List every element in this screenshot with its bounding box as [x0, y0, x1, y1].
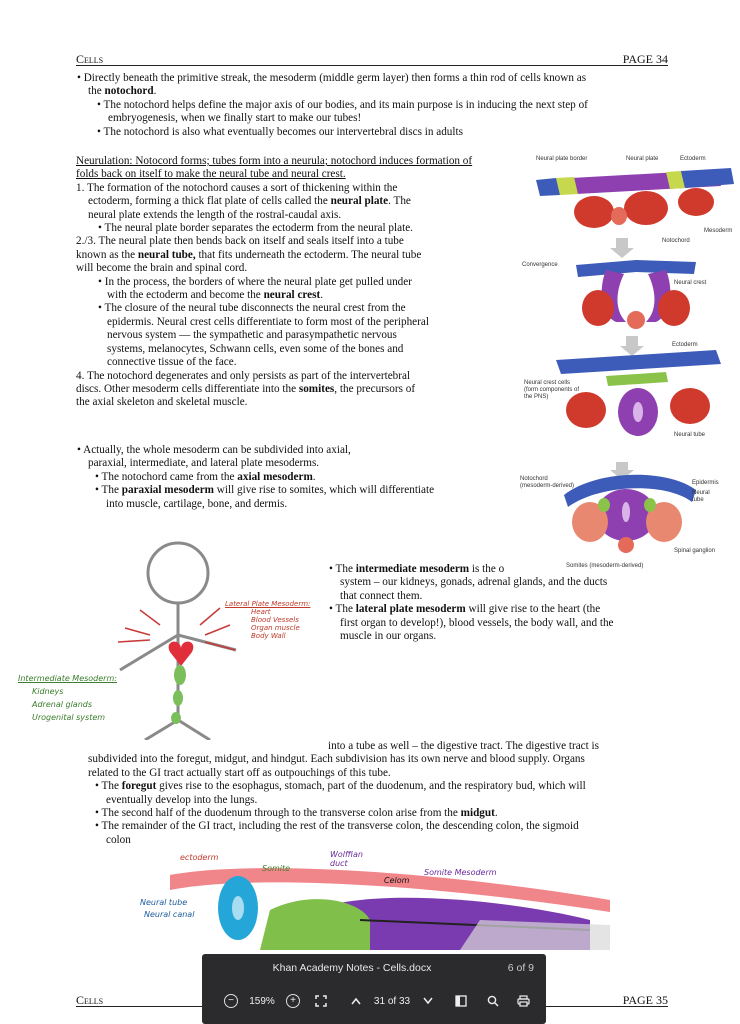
- intermediate-lateral-section: • The intermediate mesoderm is the o sys…: [329, 563, 614, 643]
- sidebar-icon: [455, 995, 467, 1007]
- intermediate-handwritten-note: Intermediate Mesoderm: Kidneys Adrenal g…: [18, 674, 117, 722]
- search-icon: [487, 995, 499, 1007]
- fullscreen-icon: [315, 995, 327, 1007]
- label-neural-plate-border: Neural plate border: [536, 156, 588, 162]
- print-icon: [516, 995, 530, 1007]
- label-notochord-mesoderm: Notochord (mesoderm-derived): [520, 476, 575, 489]
- neurulation-heading-2: folds back on itself to make the neural …: [76, 168, 346, 181]
- hw-ectoderm: ectoderm: [180, 853, 219, 862]
- label-notochord: Notochord: [662, 238, 690, 244]
- neurulation-section: Neurulation: Notocord forms; tubes form …: [76, 155, 536, 410]
- sidebar-toggle-button[interactable]: [452, 992, 470, 1010]
- zoom-in-button[interactable]: +: [284, 992, 302, 1010]
- hw-somite-mesoderm: Somite Mesoderm: [424, 868, 497, 877]
- document-page-indicator: 6 of 9: [507, 962, 534, 974]
- chevron-down-icon: [423, 997, 433, 1005]
- chevron-up-icon: [351, 997, 361, 1005]
- bullet-notochord: • Directly beneath the primitive streak,…: [77, 72, 587, 84]
- zoom-out-button[interactable]: −: [222, 992, 240, 1010]
- zoom-level: 159%: [249, 995, 275, 1007]
- label-ectoderm-2: Ectoderm: [672, 342, 698, 348]
- page-header: Cells PAGE 34: [76, 52, 668, 66]
- sub-bullet-axis: • The notochord helps define the major a…: [97, 98, 588, 111]
- next-page-button[interactable]: [420, 992, 436, 1010]
- label-neural-plate: Neural plate: [626, 156, 659, 162]
- header-section-title: Cells: [76, 52, 104, 66]
- notochord-shape: [611, 207, 627, 225]
- neurulation-figure: Neural plate border Neural plate Ectoder…: [516, 150, 740, 560]
- fullscreen-button[interactable]: [312, 992, 330, 1010]
- footer-page-number: PAGE 35: [622, 993, 668, 1007]
- neurulation-heading: Neurulation: Notocord forms; tubes form …: [76, 155, 473, 167]
- neural-crest-shape: [606, 372, 668, 386]
- label-mesoderm: Mesoderm: [704, 228, 733, 234]
- viewer-toolbar: Khan Academy Notes - Cells.docx 6 of 9 −…: [202, 954, 546, 1024]
- somite-region: [260, 899, 370, 950]
- header-page-number: PAGE 34: [622, 52, 668, 66]
- blood-vessels-drawing: [117, 607, 236, 651]
- label-neural-tube-2: Neural tube: [692, 490, 710, 503]
- mesoderm-blob: [574, 196, 614, 228]
- label-neural-crest-cells: Neural crest cells (form components of t…: [524, 380, 580, 400]
- embryo-section-drawing: [170, 868, 610, 950]
- notochord-intro: • Directly beneath the primitive streak,…: [76, 72, 676, 139]
- mesoderm-section: • Actually, the whole mesoderm can be su…: [77, 444, 435, 510]
- label-convergence: Convergence: [522, 262, 558, 268]
- label-neural-tube: Neural tube: [674, 432, 706, 438]
- digestive-tract-section: into a tube as well – the digestive trac…: [88, 740, 600, 846]
- heart-drawing: [168, 641, 194, 666]
- label-somites: Somites (mesoderm-derived): [566, 563, 644, 569]
- print-button[interactable]: [514, 992, 532, 1010]
- label-epidermis: Epidermis: [692, 480, 719, 486]
- hw-celom: Celom: [384, 876, 410, 885]
- hw-wolffian-duct: Wolffian duct: [330, 850, 363, 868]
- term-notochord: notochord: [104, 85, 154, 98]
- plus-icon: +: [286, 994, 300, 1008]
- sub-bullet-discs: • The notochord is also what eventually …: [97, 125, 463, 138]
- minus-icon: −: [224, 994, 238, 1008]
- kidney-drawing: [174, 665, 186, 685]
- mesoderm-stick-figure-drawing: [117, 541, 237, 740]
- ectoderm-layer: [170, 868, 610, 912]
- hw-neural-canal: Neural canal: [144, 910, 195, 919]
- lateral-plate-handwritten-note: Lateral Plate Mesoderm: Heart Blood Vess…: [225, 600, 311, 640]
- footer-section-title: Cells: [76, 993, 104, 1007]
- label-ectoderm: Ectoderm: [680, 156, 706, 162]
- previous-page-button[interactable]: [348, 992, 364, 1010]
- document-title: Khan Academy Notes - Cells.docx: [272, 962, 432, 974]
- hw-somite: Somite: [262, 864, 291, 873]
- label-spinal-ganglion: Spinal ganglion: [674, 548, 716, 554]
- hw-neural-tube: Neural tube: [140, 898, 188, 907]
- label-neural-crest: Neural crest: [674, 280, 707, 286]
- search-button[interactable]: [484, 992, 502, 1010]
- figure-head: [146, 541, 210, 605]
- page-counter: 31 of 33: [373, 995, 411, 1007]
